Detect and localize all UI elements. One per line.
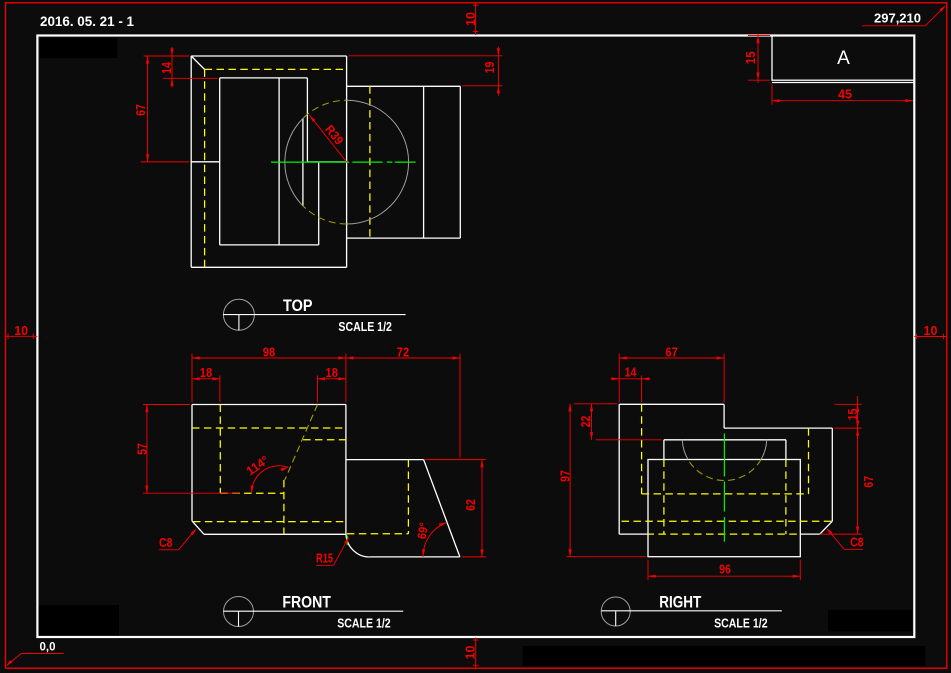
svg-text:15: 15 [744,51,758,64]
svg-text:67: 67 [862,476,876,488]
svg-text:C8: C8 [850,535,864,549]
svg-text:19: 19 [483,62,497,74]
svg-text:SCALE 1/2: SCALE 1/2 [338,320,392,334]
svg-text:62: 62 [464,499,478,511]
svg-text:FRONT: FRONT [282,593,331,612]
svg-text:C8: C8 [159,536,173,550]
svg-text:A: A [837,48,850,69]
svg-text:57: 57 [135,443,149,455]
svg-text:22: 22 [579,416,593,428]
svg-text:15: 15 [846,409,860,421]
svg-text:0,0: 0,0 [40,642,56,654]
svg-text:18: 18 [200,366,212,380]
svg-text:98: 98 [263,345,275,359]
svg-text:67: 67 [134,104,148,116]
svg-text:97: 97 [559,470,573,482]
svg-text:10: 10 [924,324,938,338]
svg-text:297,210: 297,210 [874,12,921,26]
svg-text:45: 45 [838,88,852,102]
svg-text:SCALE 1/2: SCALE 1/2 [714,616,768,630]
svg-text:69°: 69° [415,521,432,540]
svg-text:18: 18 [326,366,338,380]
svg-text:R15: R15 [316,552,333,566]
svg-text:RIGHT: RIGHT [659,592,701,611]
svg-text:67: 67 [665,345,677,359]
svg-text:SCALE 1/2: SCALE 1/2 [337,617,391,631]
svg-text:14: 14 [625,366,637,380]
svg-text:10: 10 [464,646,478,660]
svg-text:14: 14 [160,62,174,74]
svg-text:96: 96 [719,563,731,577]
svg-text:10: 10 [464,12,478,26]
svg-text:2016. 05. 21 - 1: 2016. 05. 21 - 1 [40,14,134,29]
svg-text:TOP: TOP [283,296,313,315]
svg-text:72: 72 [397,345,409,359]
svg-text:10: 10 [14,324,28,338]
